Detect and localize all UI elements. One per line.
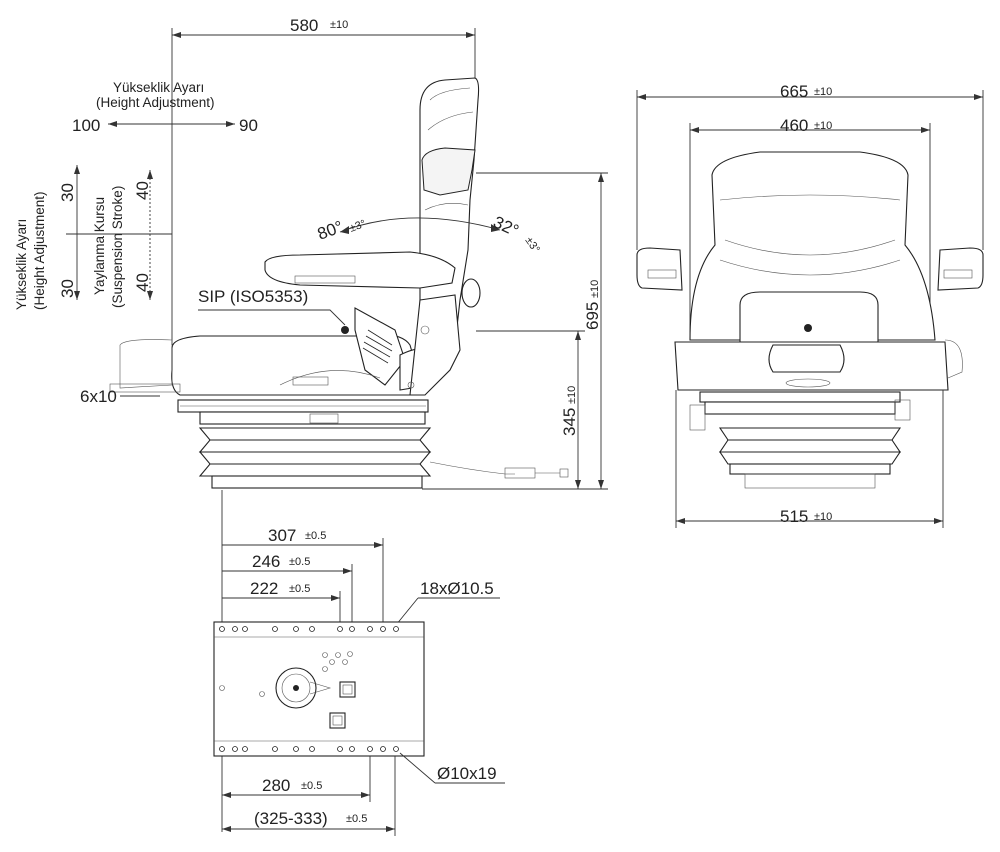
overall-depth-value: 580: [290, 16, 318, 35]
height-adj-up: 30: [58, 183, 77, 202]
suspension-up: 40: [133, 181, 152, 200]
base-width-tol: ±10: [814, 511, 832, 523]
base-plate-view: 307 ±0.5 246 ±0.5 222 ±0.5 18xØ10.5: [213, 490, 505, 836]
armrest-width-value: 665: [780, 82, 808, 101]
height-adj-left-value: 100: [72, 116, 100, 135]
total-height-value: 695: [583, 302, 602, 330]
back-recline-value: 32°: [490, 212, 521, 240]
side-view: 580 ±10 Yükseklik Ayarı (Height Adjustme…: [14, 16, 608, 490]
rail-246-tol: ±0.5: [289, 556, 310, 568]
suspension-vert-tr: Yaylanma Kursu: [92, 197, 107, 295]
overall-depth-tol: ±10: [330, 19, 348, 31]
back-angle-value: 80°: [315, 217, 346, 244]
handle-size-value: 6x10: [80, 387, 117, 406]
height-adj-label-en: (Height Adjustment): [96, 95, 215, 110]
total-height-tol: ±10: [589, 280, 601, 298]
front-view: 665 ±10 460 ±10: [636, 82, 984, 528]
rail-246-value: 246: [252, 552, 280, 571]
rail-307-value: 307: [268, 526, 296, 545]
height-adj-vert-tr: Yükseklik Ayarı: [14, 219, 29, 310]
rail-307-tol: ±0.5: [305, 530, 326, 542]
height-adj-down: 30: [58, 279, 77, 298]
rail-range-tol: ±0.5: [346, 813, 367, 825]
rail-222-value: 222: [250, 579, 278, 598]
back-width-tol: ±10: [814, 120, 832, 132]
height-adj-right-value: 90: [239, 116, 258, 135]
rail-range-value: (325-333): [254, 809, 328, 828]
suspension-down: 40: [133, 273, 152, 292]
back-angle-tol: ±3°: [348, 218, 368, 235]
sip-label: SIP (ISO5353): [198, 287, 308, 306]
back-width-value: 460: [780, 116, 808, 135]
slots-bottom-label: Ø10x19: [437, 764, 497, 783]
height-adj-vert-en: (Height Adjustment): [32, 191, 47, 310]
seat-height-tol: ±10: [566, 386, 578, 404]
rail-280-value: 280: [262, 776, 290, 795]
holes-top-label: 18xØ10.5: [420, 579, 494, 598]
height-adj-label-tr: Yükseklik Ayarı: [113, 80, 204, 95]
base-width-value: 515: [780, 507, 808, 526]
suspension-vert-en: (Suspension Stroke): [110, 186, 125, 308]
seat-height-value: 345: [560, 408, 579, 436]
rail-280-tol: ±0.5: [301, 780, 322, 792]
rail-222-tol: ±0.5: [289, 583, 310, 595]
armrest-width-tol: ±10: [814, 86, 832, 98]
back-recline-tol: ±3°: [523, 235, 542, 255]
